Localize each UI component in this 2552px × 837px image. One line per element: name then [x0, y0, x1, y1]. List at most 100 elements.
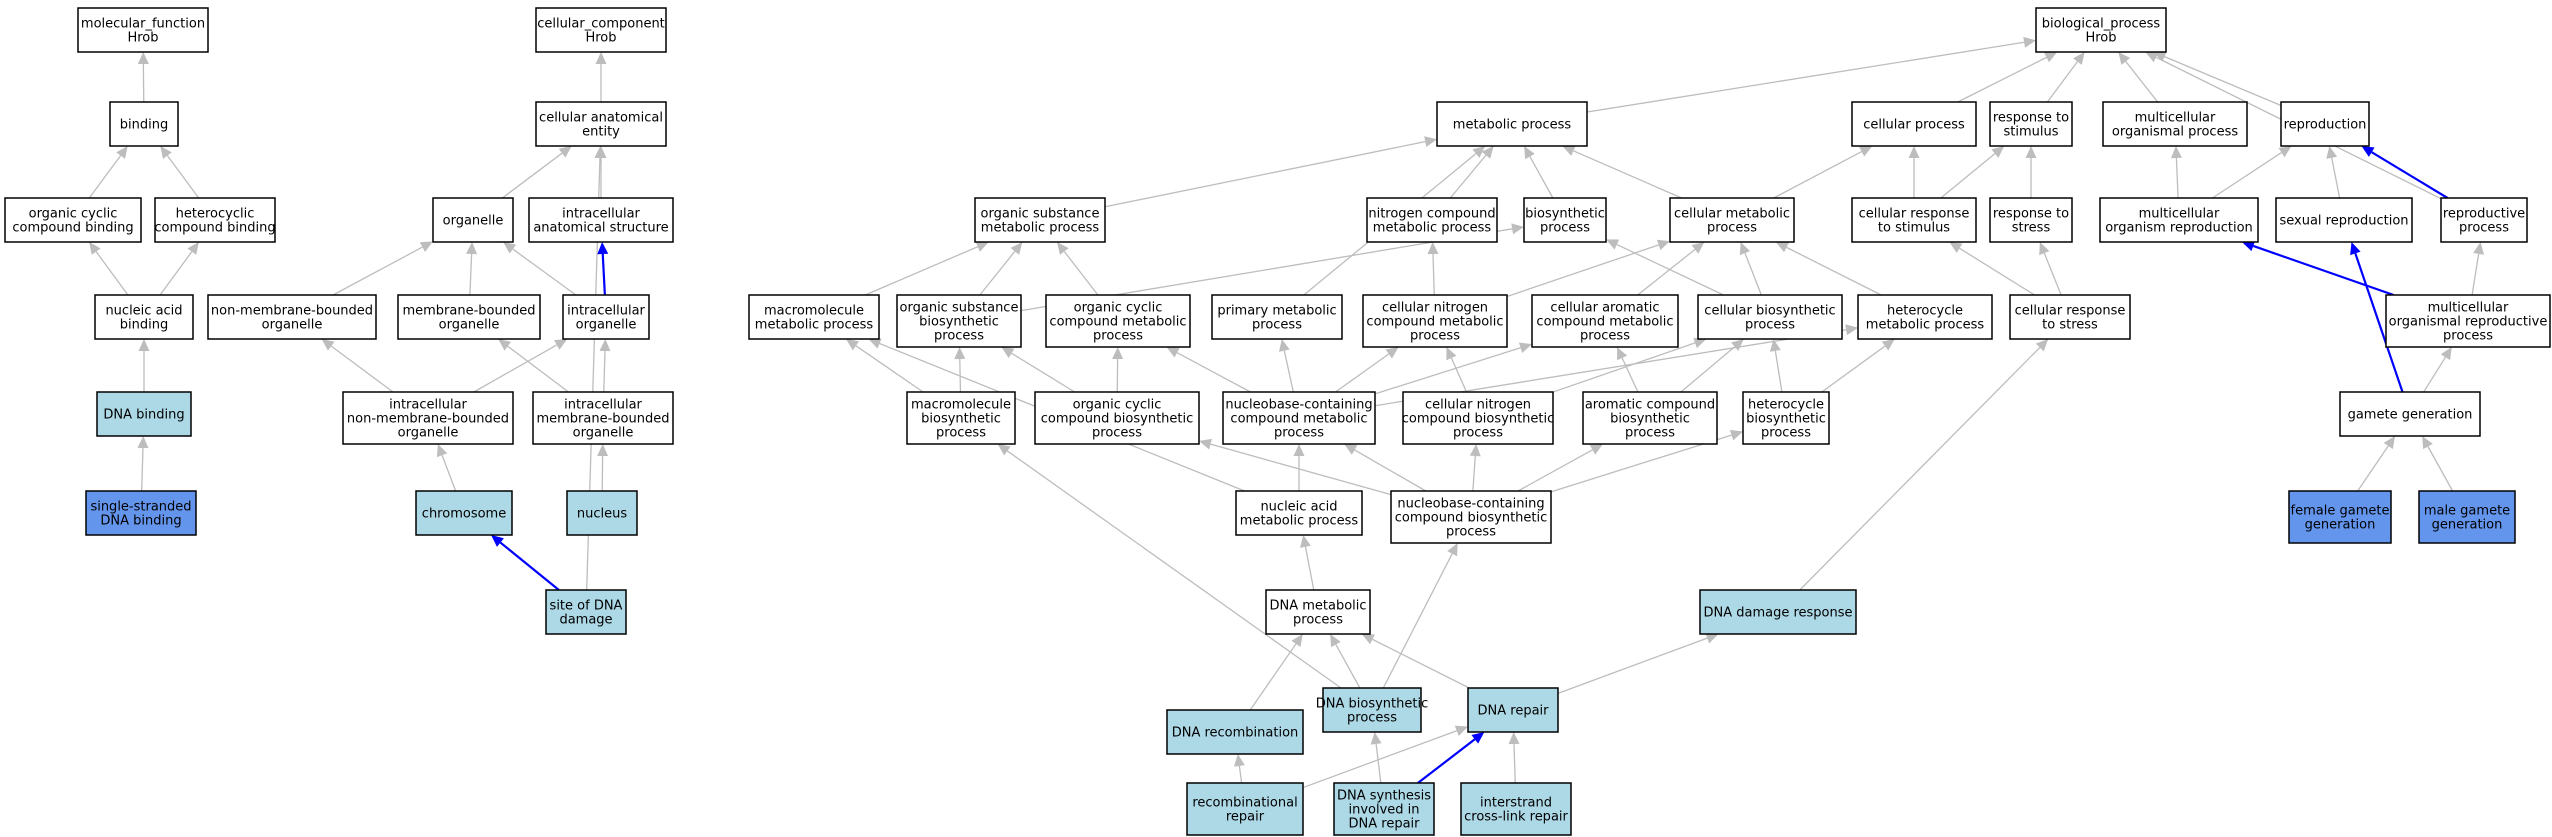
- node-label: organic cyclic: [29, 207, 118, 222]
- edge-hcb-to-binding: [160, 146, 200, 199]
- node-gamete-generation[interactable]: gamete generation: [2339, 391, 2481, 437]
- edge-dnasyn-to-dnarep: [1417, 732, 1485, 784]
- edge-line: [88, 155, 122, 199]
- edge-arrowhead: [1775, 242, 1789, 253]
- edge-nab-to-ocb: [89, 242, 129, 296]
- node-label: membrane-bounded: [536, 412, 669, 427]
- node-nucleus[interactable]: nucleus: [566, 490, 638, 536]
- node-sexual-reproduction[interactable]: sexual reproduction: [2275, 197, 2413, 243]
- node-intracellular-non-membrane-bounded-organelle[interactable]: intracellularnon-membrane-boundedorganel…: [342, 391, 514, 445]
- edge-arrowhead: [1481, 146, 1494, 159]
- edge-nucleus-to-imbo: [597, 444, 609, 492]
- node-label: repair: [1226, 810, 1265, 825]
- node-chromosome[interactable]: chromosome: [415, 490, 513, 536]
- edge-crtstress-to-crts: [1949, 242, 2035, 296]
- edge-cncbp-to-cncmp: [1446, 347, 1468, 393]
- edge-line: [2427, 446, 2454, 492]
- edge-arrowhead: [137, 52, 149, 65]
- edge-cp-to-bp: [1957, 52, 2058, 103]
- node-dna-damage-response[interactable]: DNA damage response: [1699, 589, 1857, 635]
- node-dna-recombination[interactable]: DNA recombination: [1166, 709, 1304, 755]
- edge-bsp-to-mp: [1524, 146, 1554, 199]
- edge-cmp-to-cp: [1773, 146, 1873, 199]
- node-label: entity: [582, 125, 620, 140]
- node-dna-repair[interactable]: DNA repair: [1467, 687, 1559, 733]
- edge-line: [1637, 248, 1696, 296]
- edge-arrowhead: [2023, 36, 2036, 48]
- edge-line: [1799, 347, 2041, 591]
- edge-nmbo-to-organelle: [332, 241, 433, 296]
- node-binding[interactable]: binding: [109, 101, 179, 147]
- node-reproduction[interactable]: reproduction: [2280, 101, 2370, 147]
- node-label: stimulus: [2003, 125, 2058, 140]
- node-box: [85, 490, 197, 536]
- edge-mbo-to-organelle: [466, 242, 478, 296]
- node-metabolic-process[interactable]: metabolic process: [1436, 101, 1588, 147]
- node-dna-binding[interactable]: DNA binding: [96, 391, 192, 437]
- node-label: process: [1347, 711, 1397, 726]
- node-label: reproduction: [2284, 118, 2367, 133]
- node-box: [2009, 294, 2131, 340]
- node-box: [342, 391, 514, 445]
- edge-arrowhead: [1705, 633, 1719, 644]
- edge-arrowhead: [1427, 242, 1439, 255]
- node-organelle[interactable]: organelle: [432, 197, 514, 243]
- edge-line: [1940, 153, 1996, 199]
- edge-arrowhead: [595, 52, 607, 64]
- node-label: nucleobase-containing: [1225, 398, 1372, 413]
- node-label: cross-link repair: [1464, 810, 1568, 825]
- edge-mor-to-mop: [2170, 146, 2182, 199]
- node-label: Hrob: [127, 31, 158, 46]
- node-cellular-process[interactable]: cellular process: [1851, 101, 1977, 147]
